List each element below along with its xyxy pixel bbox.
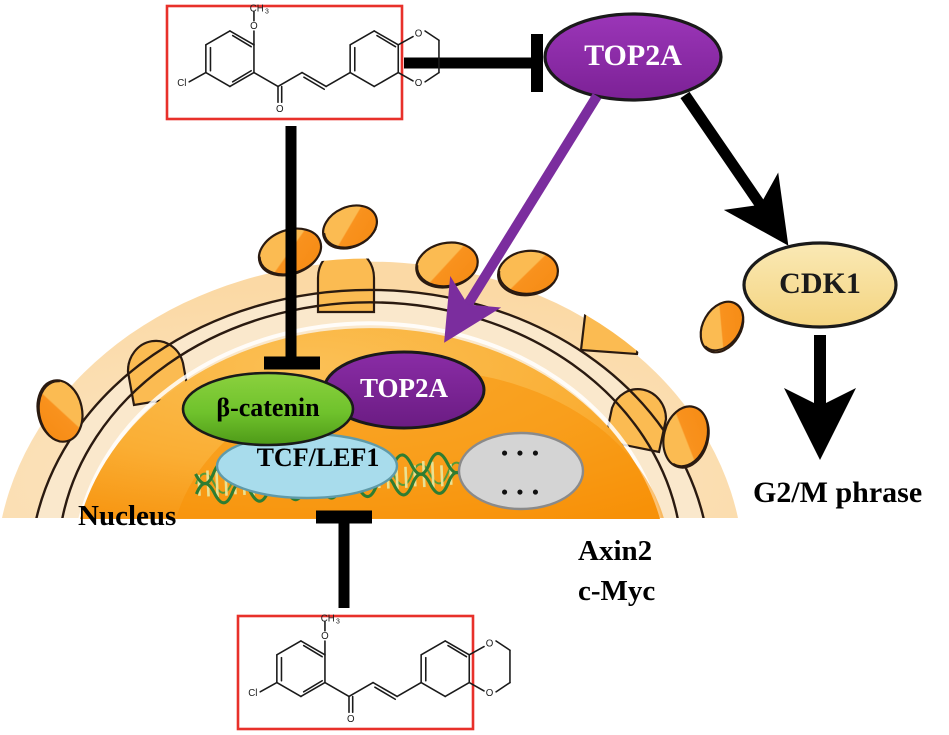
chem-top-methyl: CH: [250, 3, 264, 14]
chem-top-cl: Cl: [177, 78, 186, 89]
chem-top-carbonyl-o: O: [276, 104, 284, 115]
nucleus-label: Nucleus: [78, 500, 176, 532]
top2a-outer-node[interactable]: TOP2A: [543, 12, 723, 102]
nuclear-transcription-complex: TOP2A β-catenin TCF/LEF1: [181, 350, 486, 500]
edge-top2a-activates-cdk1: [680, 91, 789, 246]
target-genes-dots-top: • • •: [501, 443, 540, 464]
chem-bottom-methyl: CH: [321, 613, 335, 624]
chem-top-dioxane-o1: O: [415, 28, 423, 39]
c-myc-label: c-Myc: [578, 575, 655, 607]
chem-bottom-methyl-sub: 3: [336, 618, 340, 625]
chem-top-ether-o: O: [250, 21, 258, 32]
chem-top-dioxane-o2: O: [415, 78, 423, 89]
chem-bottom-cl: Cl: [248, 688, 257, 699]
chem-top-methyl-sub: 3: [265, 8, 269, 15]
g2m-phrase-label: G2/M phrase: [753, 476, 922, 509]
chem-bottom-carbonyl-o: O: [347, 714, 355, 725]
top2a-outer-label: TOP2A: [584, 39, 682, 72]
compound-bottom-border: [236, 614, 475, 731]
beta-catenin-ellipse[interactable]: [181, 371, 355, 447]
cdk1-ellipse[interactable]: [742, 241, 898, 329]
axin2-label: Axin2: [578, 535, 652, 567]
compound-top-border: [165, 4, 404, 121]
target-genes-node: • • • • • •: [457, 431, 585, 511]
edge-top2a-activates-nuclear-top2a: [444, 93, 602, 343]
compound-structure-bottom[interactable]: Cl O CH 3 O: [236, 613, 511, 731]
cdk1-node[interactable]: CDK1: [742, 241, 898, 329]
edge-compound-top-inhibits-nuclear-complex: [264, 126, 320, 370]
edge-compound-top-inhibits-top2a: [404, 34, 543, 92]
tcf-lef1-label: TCF/LEF1: [257, 443, 380, 472]
edge-compound-bottom-inhibits-dna: [316, 510, 372, 608]
chem-bottom-dioxane-o1: O: [486, 638, 494, 649]
chem-bottom-dioxane-o2: O: [486, 688, 494, 699]
beta-catenin-label: β-catenin: [216, 393, 320, 422]
top2a-nuclear-label: TOP2A: [360, 373, 449, 403]
target-genes-dots-bottom: • • •: [501, 482, 540, 503]
compound-structure-top[interactable]: Cl O CH 3 O: [165, 3, 440, 121]
chem-bottom-ether-o: O: [321, 631, 329, 642]
cdk1-label: CDK1: [779, 267, 861, 300]
top2a-outer-ellipse[interactable]: [543, 12, 723, 102]
target-genes-ellipse: [457, 431, 585, 511]
